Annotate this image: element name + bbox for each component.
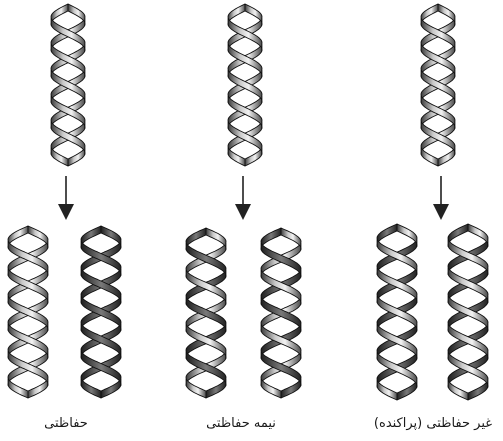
parent-helix-dispersive [421, 4, 455, 166]
caption-semiconservative: نیمه حفاظتی [206, 414, 276, 434]
helix-strand-segment [421, 147, 438, 166]
parent-helix-semiconservative [228, 4, 262, 166]
daughter-helix-dispersive-left [377, 224, 417, 400]
helix-strand-segment [448, 380, 468, 400]
daughter-helix-conservative-left [8, 226, 48, 398]
helix-strand-segment [101, 379, 121, 398]
helix-strand-segment [228, 147, 245, 166]
helix-strand-segment [8, 379, 28, 398]
helix-strand-segment [186, 379, 206, 398]
helix-strand-segment [281, 379, 301, 398]
helix-strand-segment [397, 380, 417, 400]
helix-strand-segment [438, 147, 455, 166]
helix-strand-segment [468, 380, 488, 400]
parent-helix-conservative [51, 4, 85, 166]
helix-strand-segment [51, 147, 68, 166]
caption-conservative: حفاظتی [44, 414, 88, 434]
daughter-helix-semiconservative-right [261, 228, 301, 398]
helix-strand-segment [81, 379, 101, 398]
caption-dispersive: غیر حفاظتی (پراکنده) [374, 414, 492, 434]
helix-strand-segment [28, 379, 48, 398]
helix-strand-segment [245, 147, 262, 166]
daughter-helix-semiconservative-left [186, 228, 226, 398]
daughter-helix-dispersive-right [448, 224, 488, 400]
helix-strand-segment [261, 379, 281, 398]
daughter-helix-conservative-right [81, 226, 121, 398]
helix-strand-segment [206, 379, 226, 398]
helix-strand-segment [377, 380, 397, 400]
helix-strand-segment [68, 147, 85, 166]
